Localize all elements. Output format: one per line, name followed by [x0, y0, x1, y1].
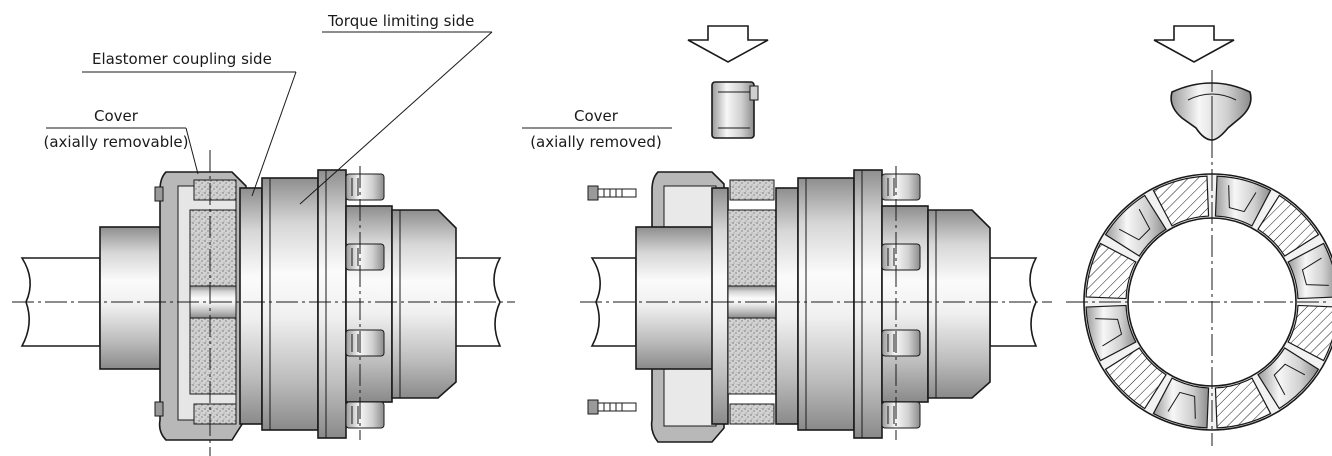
arrow-down-icon [687, 25, 769, 63]
ring-jaw-segment [1152, 175, 1210, 227]
elastomer-block [189, 317, 237, 395]
ring-elastomer-lobe [1104, 194, 1167, 257]
elastomer-block [729, 403, 775, 425]
label-cover-mid-line1: Cover [574, 107, 619, 125]
mid-flange [853, 169, 883, 439]
cover-screw-bottom [154, 401, 164, 417]
arrow-down-icon [1153, 25, 1235, 63]
ring-jaw-segment [1257, 194, 1320, 257]
ring-jaw-segment [1214, 377, 1272, 429]
ring-jaw-segment [1287, 304, 1332, 362]
label-cover-mid-line2: (axially removed) [530, 133, 662, 151]
middle-labels: Cover (axially removed) [522, 107, 672, 151]
middle-hub [239, 187, 263, 425]
label-cover-left-line1: Cover [94, 107, 139, 125]
right-ring-view [1066, 25, 1332, 446]
mid-torque-screws [881, 173, 921, 429]
elastomer-block [193, 403, 237, 425]
elastomer-block [727, 209, 777, 287]
left-assembly [12, 150, 515, 456]
mid-left-hub [635, 226, 717, 370]
left-labels: Torque limiting side Elastomer coupling … [44, 12, 493, 205]
elastomer-block [189, 209, 237, 287]
ring-elastomer-lobe [1257, 347, 1320, 410]
elastomer-block [727, 317, 777, 395]
ring-jaw-segment [1104, 347, 1167, 410]
ring-lobe-groove [1301, 257, 1329, 286]
right-hub [345, 205, 393, 403]
ring-lobe-groove [1118, 208, 1151, 241]
removed-elastomer-segment [1170, 82, 1252, 141]
elastomer-block [193, 179, 237, 201]
middle-assembly [580, 25, 1052, 443]
ring-lobe-groove [1273, 363, 1306, 396]
elastomer-block [729, 179, 775, 201]
label-cover-left-line2: (axially removable) [44, 133, 189, 151]
label-elastomer-coupling-side: Elastomer coupling side [92, 50, 272, 68]
ring-lobe-groove [1228, 185, 1257, 213]
removed-elastomer-element [711, 81, 759, 139]
label-torque-limiting-side: Torque limiting side [327, 12, 474, 30]
removed-screw-top [587, 185, 637, 201]
flange [317, 169, 347, 439]
ring-segments [1085, 175, 1332, 429]
right-hub-cone [391, 209, 457, 399]
ring-lobe-groove [1167, 391, 1196, 419]
cover-screw-top [154, 186, 164, 202]
ring-jaw-segment [1085, 242, 1137, 300]
ring-lobe-groove [1095, 318, 1123, 347]
removed-screw-bottom [587, 399, 637, 415]
mid-right-hub-cone [927, 209, 991, 399]
torque-screws [345, 173, 385, 429]
